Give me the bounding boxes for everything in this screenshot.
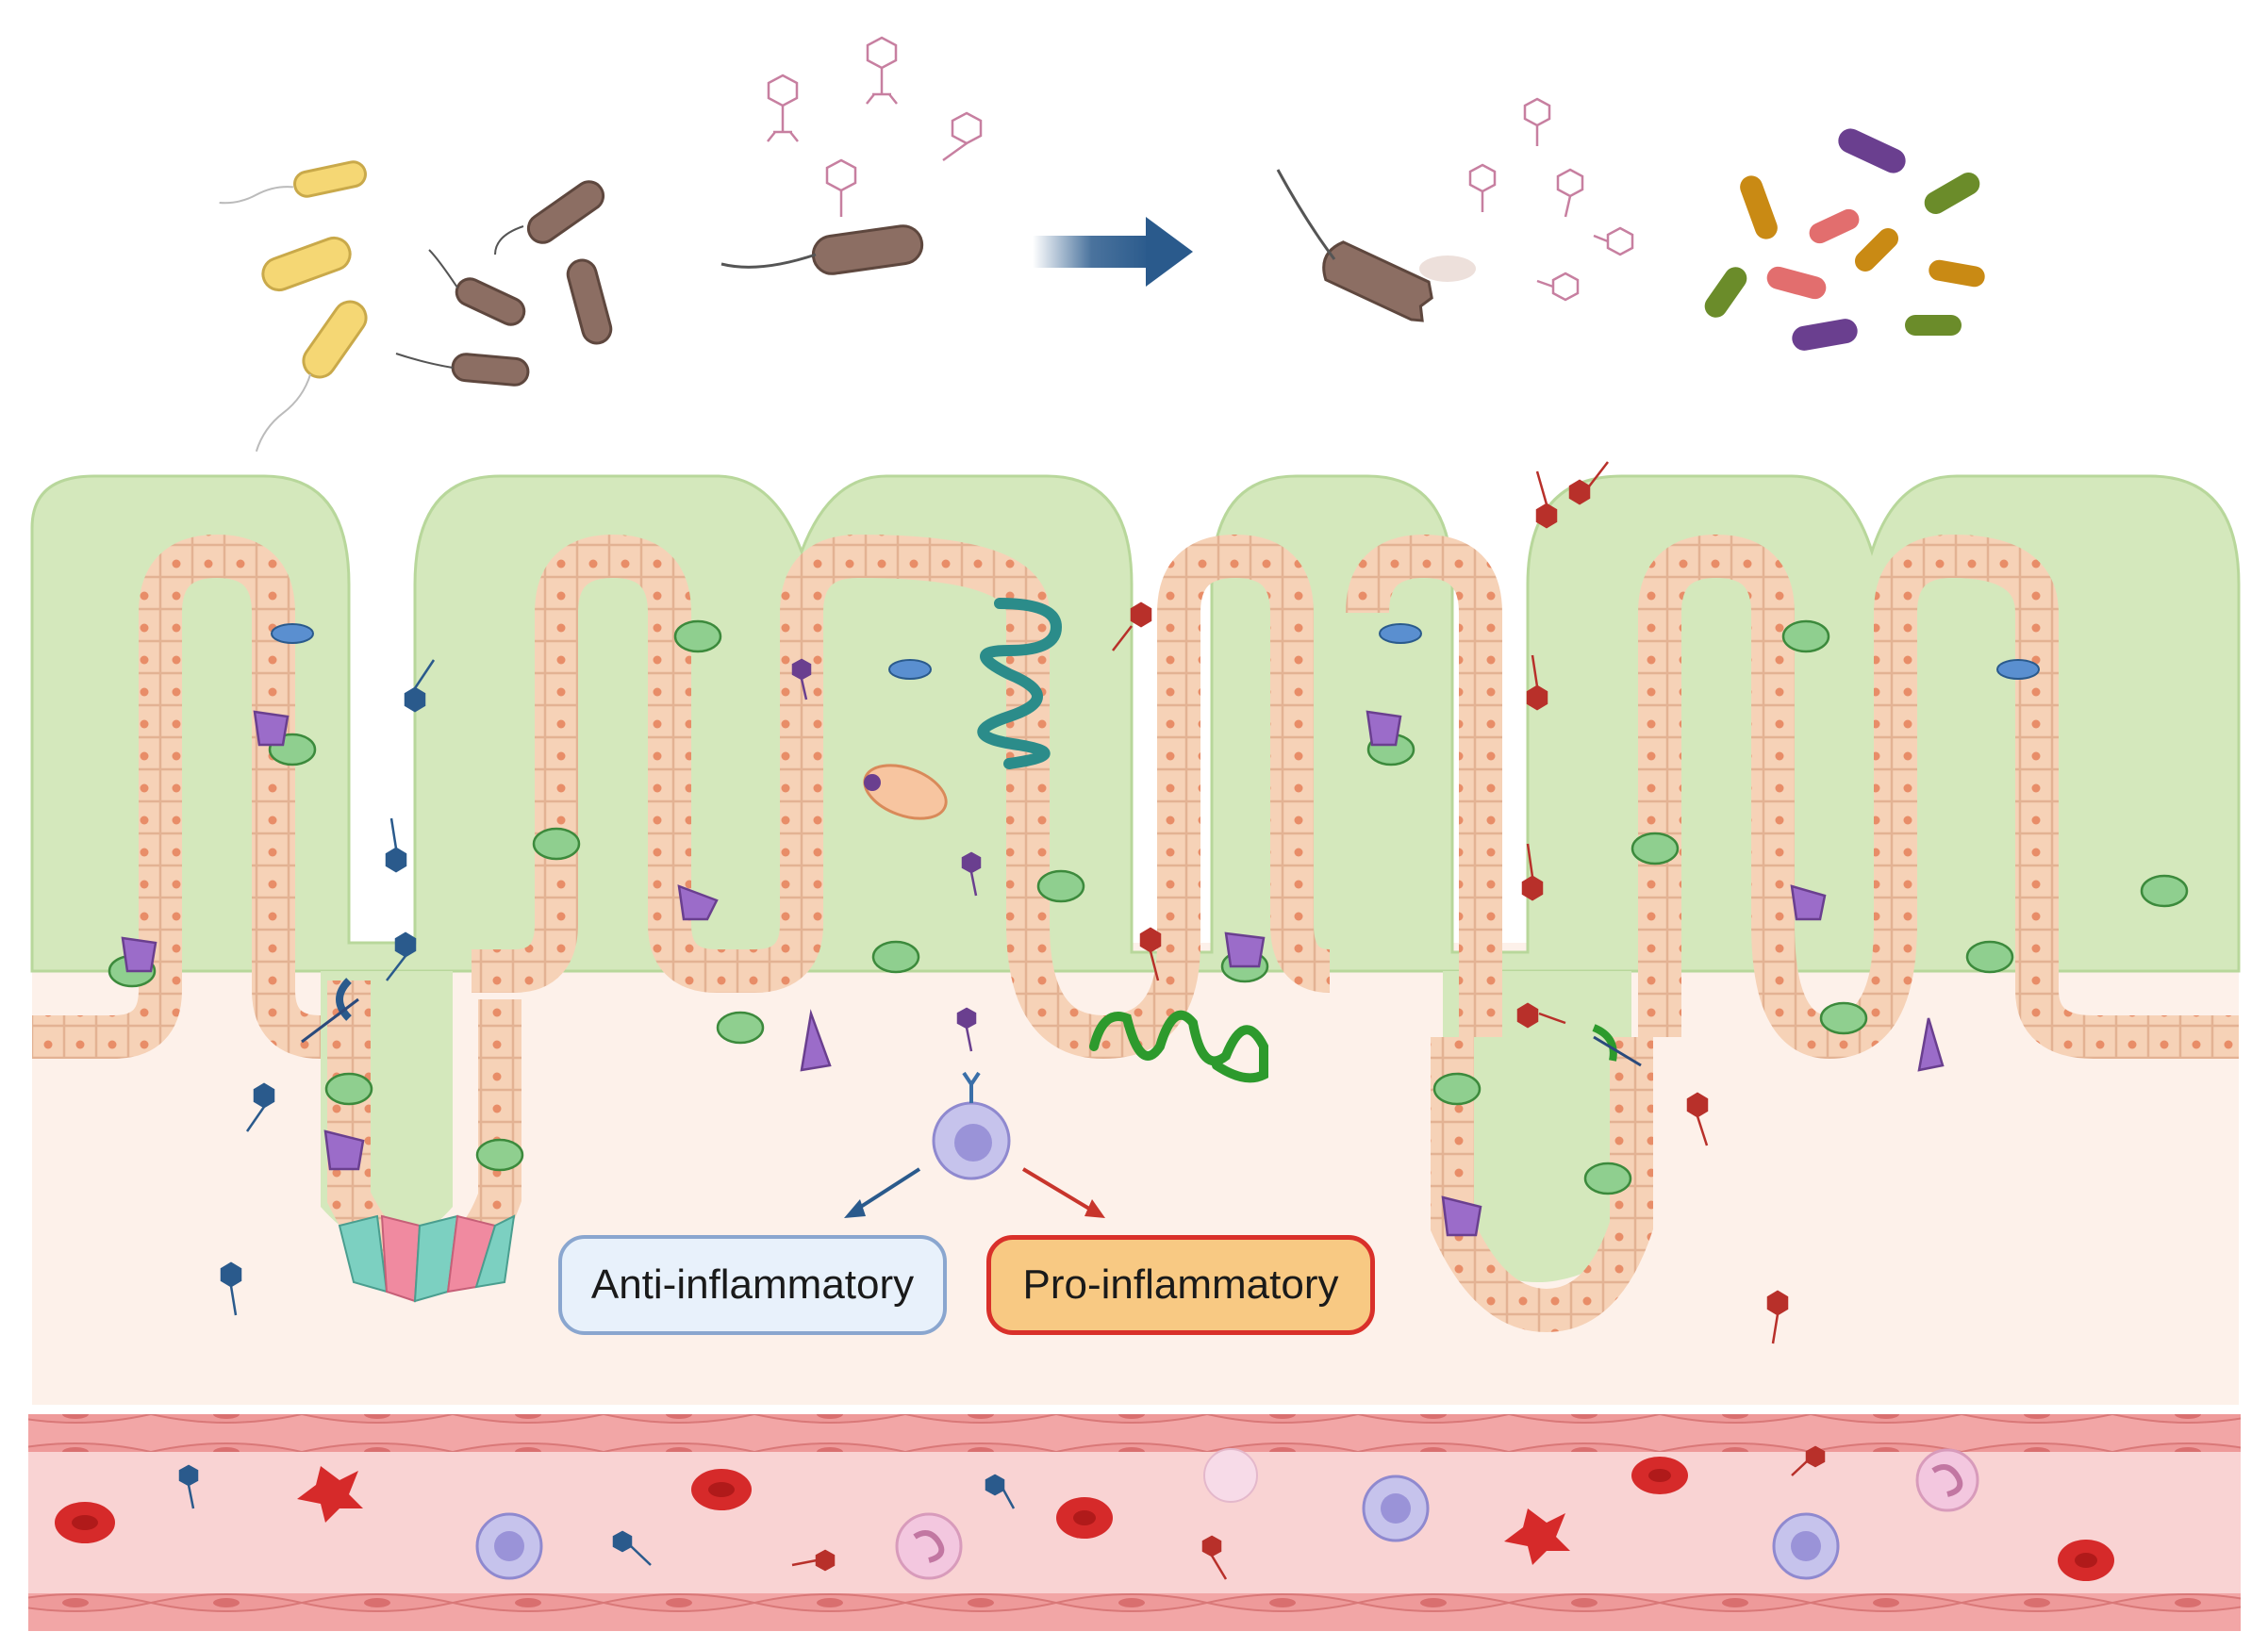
receptor-right [1592,1024,1642,1067]
crypt-epithelium-right [1431,1037,1653,1333]
mucus-layer [30,474,2241,973]
lymphocyte-icon [932,1071,1011,1180]
phage-infection [720,224,924,275]
endothelium-top [28,1414,2241,1452]
phages-tissue [220,461,1789,1344]
bacteria-cluster-left [219,160,613,453]
dendritic-epithelial-cells [271,623,2040,680]
macrophage-phage [863,764,948,820]
anti-inflammatory-label: Anti-inflammatory [558,1235,947,1335]
mucin-strand-green [1089,1010,1268,1083]
phages-blood [178,1445,1826,1580]
crypt-right [1443,971,1631,1282]
paneth-cells [338,1214,516,1303]
transition-arrow [1033,217,1193,287]
pro-inflammatory-label: Pro-inflammatory [986,1235,1375,1335]
lysed-bacterium-icon [1276,169,1476,322]
commensal-community [1704,128,1985,351]
receptor-left [301,978,359,1044]
enteroendocrine-cells [121,710,1945,1237]
endothelium-bottom [28,1593,2241,1631]
phages-top [767,36,1634,302]
blood-cells [55,1448,2114,1581]
immune-arrows [844,1167,1105,1218]
mucin-strand-icon [977,598,1063,769]
